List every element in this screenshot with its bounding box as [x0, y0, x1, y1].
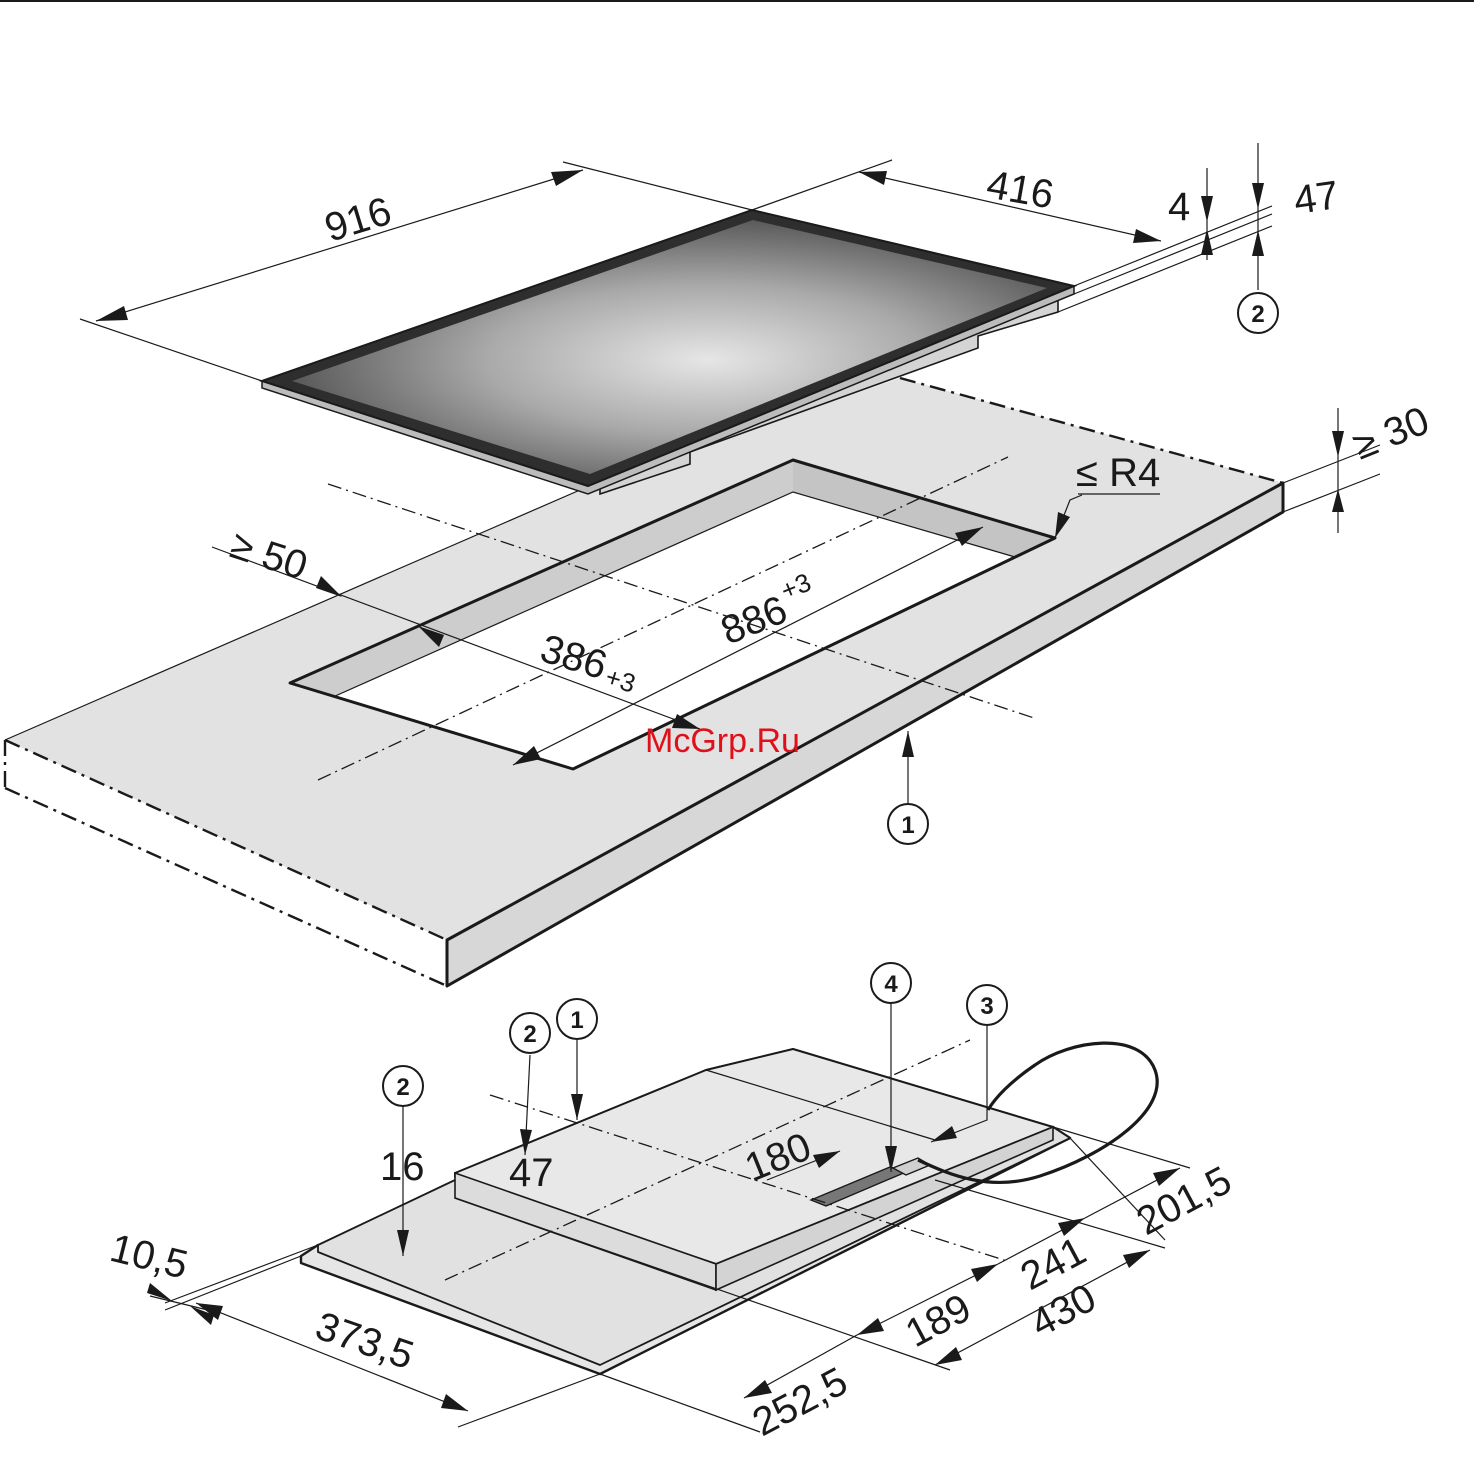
arrowhead — [1332, 431, 1344, 457]
dim-label-16: 16 — [380, 1145, 425, 1189]
dim-label-4: 4 — [1168, 185, 1190, 229]
arrowhead — [571, 1094, 583, 1120]
callout-2-frame: 2 — [383, 1066, 423, 1106]
callout-1-worktop: 1 — [888, 804, 928, 844]
dim-label-189: 189 — [899, 1286, 979, 1356]
callout-1-worktop-number: 1 — [901, 812, 914, 839]
callout-3-cable-number: 3 — [980, 993, 993, 1020]
dim-label-47-top: 47 — [1291, 173, 1341, 223]
dim-label-416: 416 — [983, 163, 1056, 218]
callout-2-top-number: 2 — [1251, 301, 1264, 328]
dim-label-252-5: 252,5 — [746, 1359, 855, 1445]
arrowhead — [551, 170, 583, 186]
arrowhead — [316, 576, 342, 597]
arrowhead — [971, 1264, 998, 1282]
callout-2-top: 2 — [1238, 293, 1278, 333]
dim-label-30: ≥ 30 — [1347, 398, 1435, 468]
callout-1-housing-number: 1 — [570, 1007, 583, 1034]
dim-label-373-5: 373,5 — [310, 1304, 419, 1378]
callout-4-terminal-number: 4 — [884, 971, 898, 998]
arrowhead — [857, 1318, 884, 1335]
dim-label-201-5: 201,5 — [1130, 1158, 1239, 1244]
arrowhead — [935, 1347, 962, 1365]
arrowhead — [1123, 1250, 1150, 1268]
watermark: McGrp.Ru — [645, 722, 800, 760]
callout-4-terminal: 4 — [871, 963, 911, 1003]
arrowhead — [1252, 183, 1264, 209]
hob-bottom-view — [301, 1040, 1157, 1374]
callout-1-housing: 1 — [557, 999, 597, 1039]
dim-label-10-5: 10,5 — [106, 1226, 192, 1288]
arrowhead — [1201, 196, 1213, 222]
dim-label-916: 916 — [320, 189, 397, 251]
arrowhead — [441, 1394, 468, 1411]
arrowhead — [902, 731, 914, 757]
callout-2-housing: 2 — [510, 1013, 550, 1053]
dim-label-47-bottom: 47 — [509, 1151, 554, 1195]
dim-label-r4: ≤ R4 — [1076, 451, 1160, 495]
callout-3-cable: 3 — [967, 985, 1007, 1025]
callout-2-housing-number: 2 — [523, 1021, 536, 1048]
arrowhead — [96, 306, 128, 321]
dim-label-50: ≥ 50 — [225, 523, 312, 589]
callout-2-frame-number: 2 — [396, 1074, 409, 1101]
arrowhead — [1133, 229, 1161, 243]
arrowhead — [859, 171, 887, 185]
